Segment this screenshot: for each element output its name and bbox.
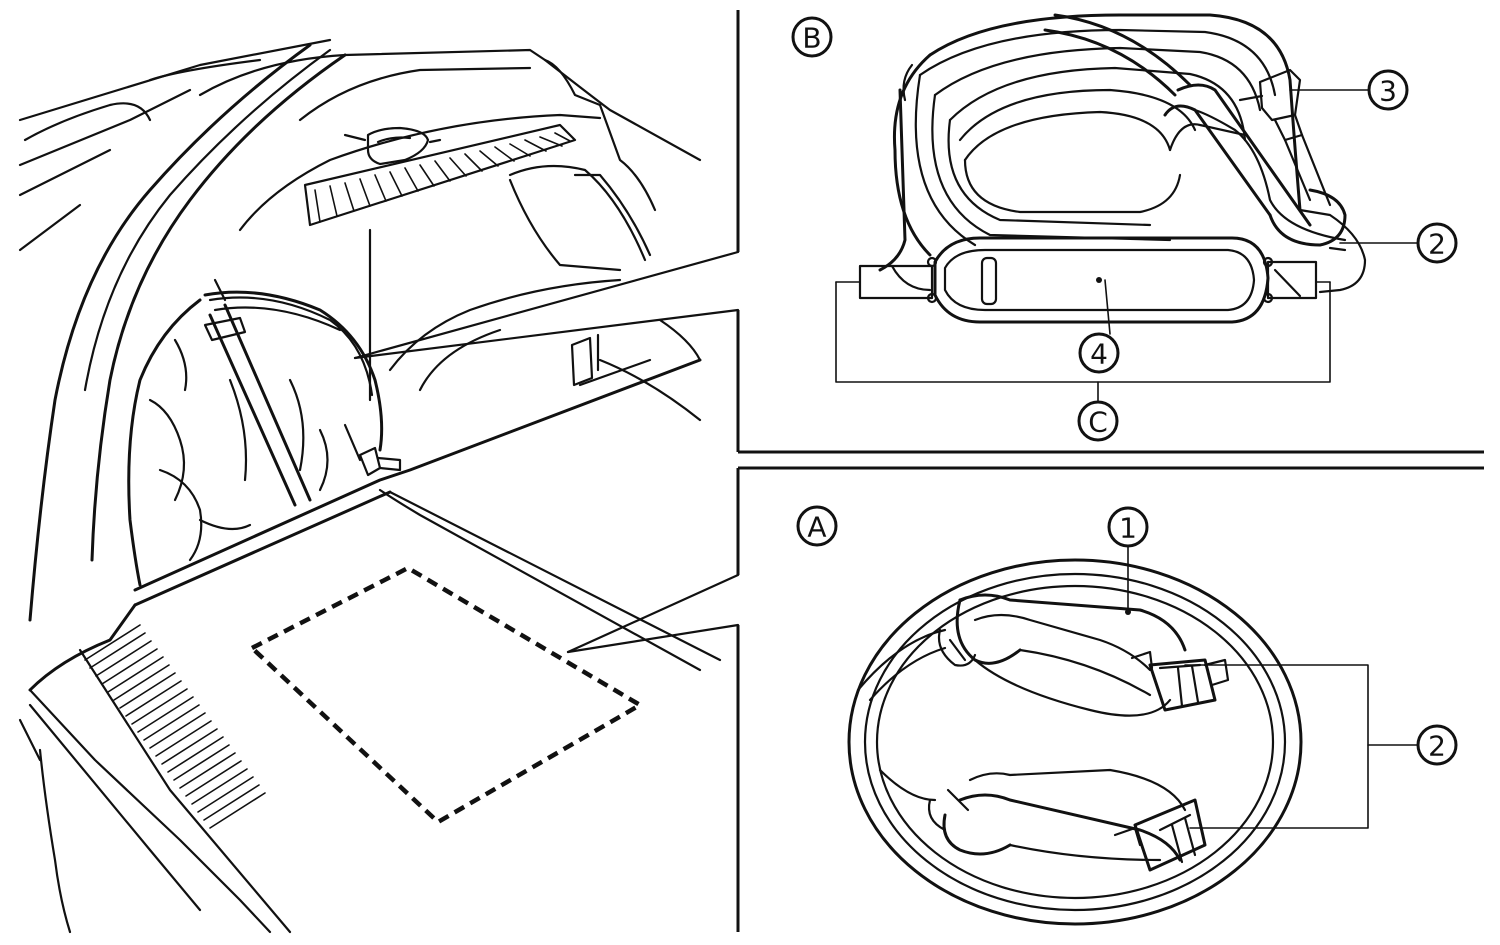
callout-badge-1: 1 bbox=[1107, 506, 1149, 548]
svg-text:1: 1 bbox=[1119, 512, 1137, 545]
callout-badge-2-bottom: 2 bbox=[1416, 724, 1458, 766]
callout-badge-B: B bbox=[791, 16, 833, 58]
svg-text:2: 2 bbox=[1428, 730, 1446, 763]
connector-cable-coiled bbox=[847, 544, 1419, 926]
floor-storage-outline bbox=[248, 565, 645, 825]
callout-badge-A: A bbox=[796, 505, 838, 547]
svg-text:C: C bbox=[1088, 406, 1108, 439]
svg-text:A: A bbox=[807, 511, 826, 544]
callout-badge-C: C bbox=[1077, 400, 1119, 442]
svg-text:3: 3 bbox=[1379, 75, 1397, 108]
cargo-area-illustration bbox=[18, 38, 722, 934]
svg-text:2: 2 bbox=[1428, 228, 1446, 261]
callout-badge-4: 4 bbox=[1078, 332, 1120, 374]
wall-plug bbox=[1238, 68, 1332, 207]
svg-text:4: 4 bbox=[1090, 338, 1108, 371]
charging-cable-bag bbox=[127, 278, 402, 587]
charging-cable-coiled bbox=[835, 13, 1419, 403]
callout-pointers bbox=[353, 250, 740, 654]
panel-dividers bbox=[736, 10, 1484, 932]
callout-badge-3: 3 bbox=[1367, 69, 1409, 111]
svg-text:B: B bbox=[802, 22, 821, 55]
hatched-shelf bbox=[303, 123, 577, 227]
callout-badge-2-top: 2 bbox=[1416, 222, 1458, 264]
